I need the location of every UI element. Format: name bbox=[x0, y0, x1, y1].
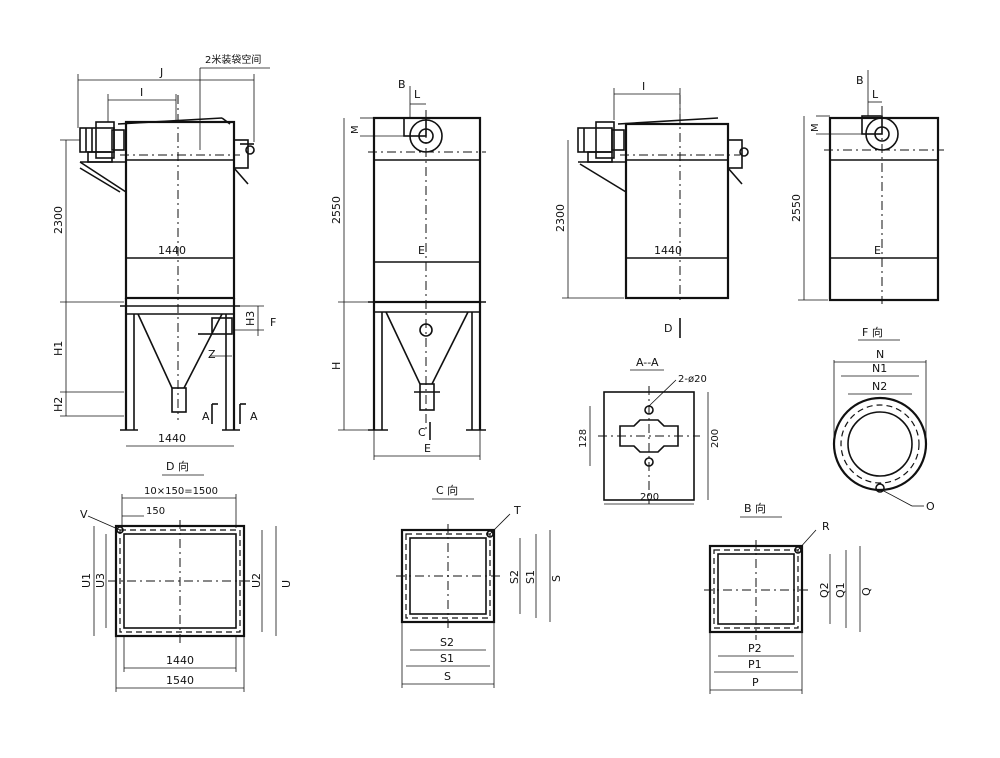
view-C-flange: C 向 T S2 S1 S S2 S1 S bbox=[396, 483, 563, 688]
dim-N1: N1 bbox=[872, 362, 887, 375]
dim-Q: Q bbox=[860, 587, 873, 596]
label-L: L bbox=[414, 88, 421, 101]
section-mark-A-right: A bbox=[250, 410, 258, 423]
dim-spacing: 10×150=1500 bbox=[144, 486, 218, 497]
dim-128: 128 bbox=[578, 429, 589, 448]
dim-H: H bbox=[330, 362, 343, 370]
dim-1440-D: 1440 bbox=[166, 654, 194, 667]
section-A-A: A--A 2-ø20 128 200 200 bbox=[578, 356, 721, 505]
dim-S2-vertical: S2 bbox=[508, 570, 521, 584]
dim-S2-horizontal: S2 bbox=[440, 636, 454, 649]
section-mark-A-left: A bbox=[202, 410, 210, 423]
dim-Q1: Q1 bbox=[834, 582, 847, 598]
view-2-front-elevation: B L M 2550 E H C E bbox=[330, 78, 486, 460]
dim-S-vertical: S bbox=[550, 575, 563, 582]
dim-I: I bbox=[140, 86, 143, 99]
dim-P2: P2 bbox=[748, 642, 762, 655]
dim-200-horizontal: 200 bbox=[640, 492, 659, 503]
view-B-flange: B 向 R Q2 Q1 Q P2 P1 P bbox=[704, 501, 873, 694]
label-E-v4: E bbox=[874, 244, 881, 257]
dim-I-v3: I bbox=[642, 80, 645, 93]
dim-U1: U1 bbox=[80, 573, 93, 588]
dim-S-horizontal: S bbox=[444, 670, 451, 683]
label-Z: Z bbox=[208, 348, 216, 361]
dim-1440-body: 1440 bbox=[158, 244, 186, 257]
dim-2300: 2300 bbox=[52, 206, 65, 234]
arrow-C: C bbox=[418, 426, 426, 439]
dim-P: P bbox=[752, 676, 759, 689]
view-3-side-elevation: I 2300 1440 D bbox=[554, 80, 749, 338]
label-M-v4: M bbox=[810, 123, 821, 132]
section-title-AA: A--A bbox=[636, 356, 659, 369]
view-C-title: C 向 bbox=[436, 483, 458, 497]
dim-2550: 2550 bbox=[330, 196, 343, 224]
dim-E-bottom: E bbox=[424, 442, 431, 455]
dim-Q2: Q2 bbox=[818, 582, 831, 598]
dim-2300-v3: 2300 bbox=[554, 204, 567, 232]
view-F-title: F 向 bbox=[862, 325, 883, 339]
dim-pitch-150: 150 bbox=[146, 506, 165, 517]
label-L-v4: L bbox=[872, 88, 879, 101]
dim-200-vertical: 200 bbox=[710, 429, 721, 448]
dim-U2: U2 bbox=[250, 573, 263, 588]
label-F: F bbox=[270, 316, 276, 329]
dim-S1-horizontal: S1 bbox=[440, 652, 454, 665]
label-B: B bbox=[398, 78, 406, 91]
dim-U3: U3 bbox=[94, 573, 107, 588]
label-R: R bbox=[822, 520, 830, 533]
view-4-front-elevation: B L M 2550 E bbox=[790, 70, 944, 304]
view-D-title: D 向 bbox=[166, 459, 189, 473]
label-B-v4: B bbox=[856, 74, 864, 87]
label-O: O bbox=[926, 500, 935, 513]
holes-callout: 2-ø20 bbox=[678, 374, 707, 385]
view-D-flange: D 向 10×150=1500 150 V U1 U3 U2 U 1440 15… bbox=[80, 459, 293, 692]
dim-U: U bbox=[280, 580, 293, 588]
view-F-flange: F 向 N N1 N2 O bbox=[832, 325, 935, 513]
dim-H3: H3 bbox=[244, 311, 257, 326]
dim-N2: N2 bbox=[872, 380, 887, 393]
dim-1440-bottom: 1440 bbox=[158, 432, 186, 445]
arrow-D: D bbox=[664, 322, 672, 335]
label-E-body: E bbox=[418, 244, 425, 257]
dim-H1: H1 bbox=[52, 341, 65, 356]
label-V: V bbox=[80, 508, 88, 521]
dim-J: J bbox=[159, 66, 163, 79]
dim-S1-vertical: S1 bbox=[524, 570, 537, 584]
dim-1440-v3: 1440 bbox=[654, 244, 682, 257]
dim-H2: H2 bbox=[52, 397, 65, 412]
view-B-title: B 向 bbox=[744, 501, 766, 515]
dim-1540: 1540 bbox=[166, 674, 194, 687]
dim-2550-v4: 2550 bbox=[790, 194, 803, 222]
note-bag-space: 2米装袋空间 bbox=[205, 53, 261, 66]
dim-N: N bbox=[876, 348, 884, 361]
label-T: T bbox=[513, 504, 521, 517]
label-M: M bbox=[350, 125, 361, 134]
dim-P1: P1 bbox=[748, 658, 762, 671]
view-1-side-elevation: J 2米装袋空间 I 23 bbox=[52, 53, 276, 447]
